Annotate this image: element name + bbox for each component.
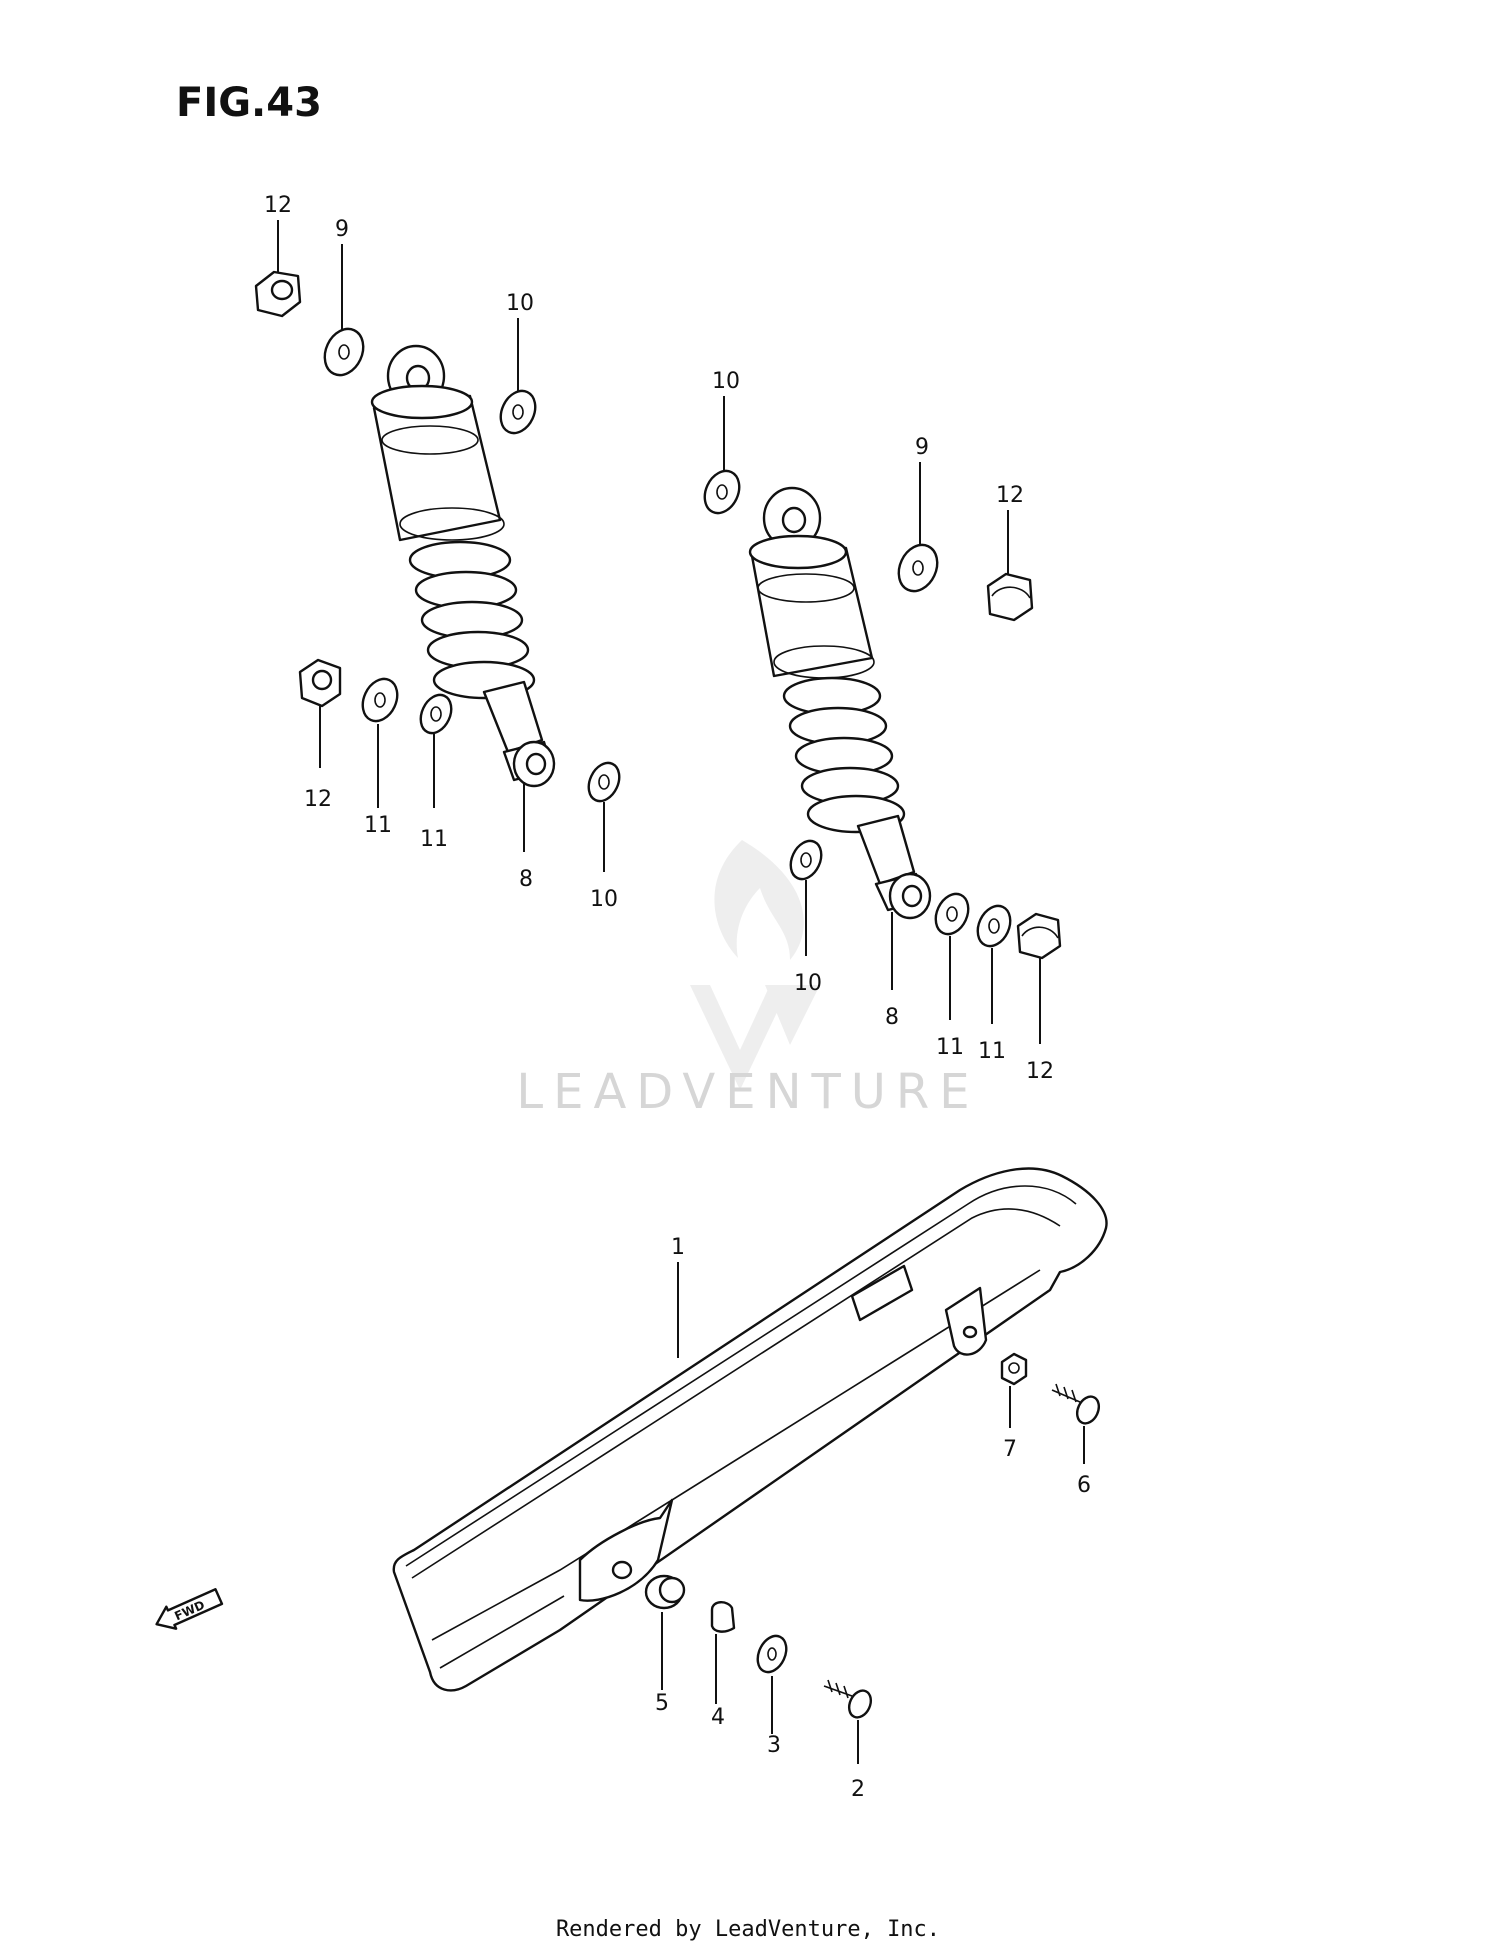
nut-7 xyxy=(1000,1352,1028,1386)
left-washer-11-a xyxy=(361,677,399,723)
right-washer-9 xyxy=(897,543,939,593)
left-washer-10-bottom xyxy=(587,761,621,803)
bolt-6 xyxy=(1051,1383,1101,1425)
callout-11-right-a: 11 xyxy=(936,1035,964,1060)
callout-12-right-bottom: 12 xyxy=(1026,1059,1054,1084)
callout-12-left-top: 12 xyxy=(264,193,292,218)
callout-2-bolt: 2 xyxy=(851,1777,865,1802)
callout-8-left: 8 xyxy=(519,867,533,892)
callout-5-grommet: 5 xyxy=(655,1691,669,1716)
callout-9-left: 9 xyxy=(335,217,349,242)
callout-10-right-bottom: 10 xyxy=(794,971,822,996)
right-washer-10-top xyxy=(703,469,741,515)
left-nut-top xyxy=(254,270,302,318)
callout-11-left-b: 11 xyxy=(420,827,448,852)
figure-title: FIG.43 xyxy=(176,80,322,126)
left-washer-10-top xyxy=(499,389,537,435)
callout-9-right: 9 xyxy=(915,435,929,460)
callout-10-left-bottom: 10 xyxy=(590,887,618,912)
chain-case xyxy=(392,1167,1108,1692)
right-washer-11-a xyxy=(934,892,970,936)
callout-11-left-a: 11 xyxy=(364,813,392,838)
callout-8-right: 8 xyxy=(885,1005,899,1030)
bolt-2 xyxy=(823,1679,873,1719)
callout-7-nut: 7 xyxy=(1003,1437,1017,1462)
right-washer-11-b xyxy=(976,904,1012,948)
watermark-logo xyxy=(690,840,820,1090)
callout-10-left-top: 10 xyxy=(506,291,534,316)
left-washer-11-b xyxy=(419,693,453,735)
grommet-5 xyxy=(644,1574,686,1610)
footer-credit: Rendered by LeadVenture, Inc. xyxy=(556,1917,940,1942)
right-shock-absorber xyxy=(748,486,932,920)
right-washer-10-bottom xyxy=(789,839,823,881)
callout-12-left-bottom: 12 xyxy=(304,787,332,812)
left-washer-9 xyxy=(323,327,365,377)
right-nut-bottom xyxy=(1016,912,1062,960)
callout-3-washer: 3 xyxy=(767,1733,781,1758)
callout-1-chain-case: 1 xyxy=(671,1235,685,1260)
callout-11-right-b: 11 xyxy=(978,1039,1006,1064)
callout-12-right-top: 12 xyxy=(996,483,1024,508)
watermark-text: LEADVENTURE xyxy=(516,1064,979,1120)
callout-4-collar: 4 xyxy=(711,1705,725,1730)
forward-arrow-icon: FWD xyxy=(155,1588,224,1630)
washer-3 xyxy=(756,1634,788,1674)
left-shock-absorber xyxy=(370,344,556,788)
left-nut-bottom xyxy=(298,658,342,708)
callout-10-right-top: 10 xyxy=(712,369,740,394)
right-nut-top xyxy=(986,572,1034,622)
callout-6-bolt: 6 xyxy=(1077,1473,1091,1498)
collar-4 xyxy=(710,1601,736,1633)
